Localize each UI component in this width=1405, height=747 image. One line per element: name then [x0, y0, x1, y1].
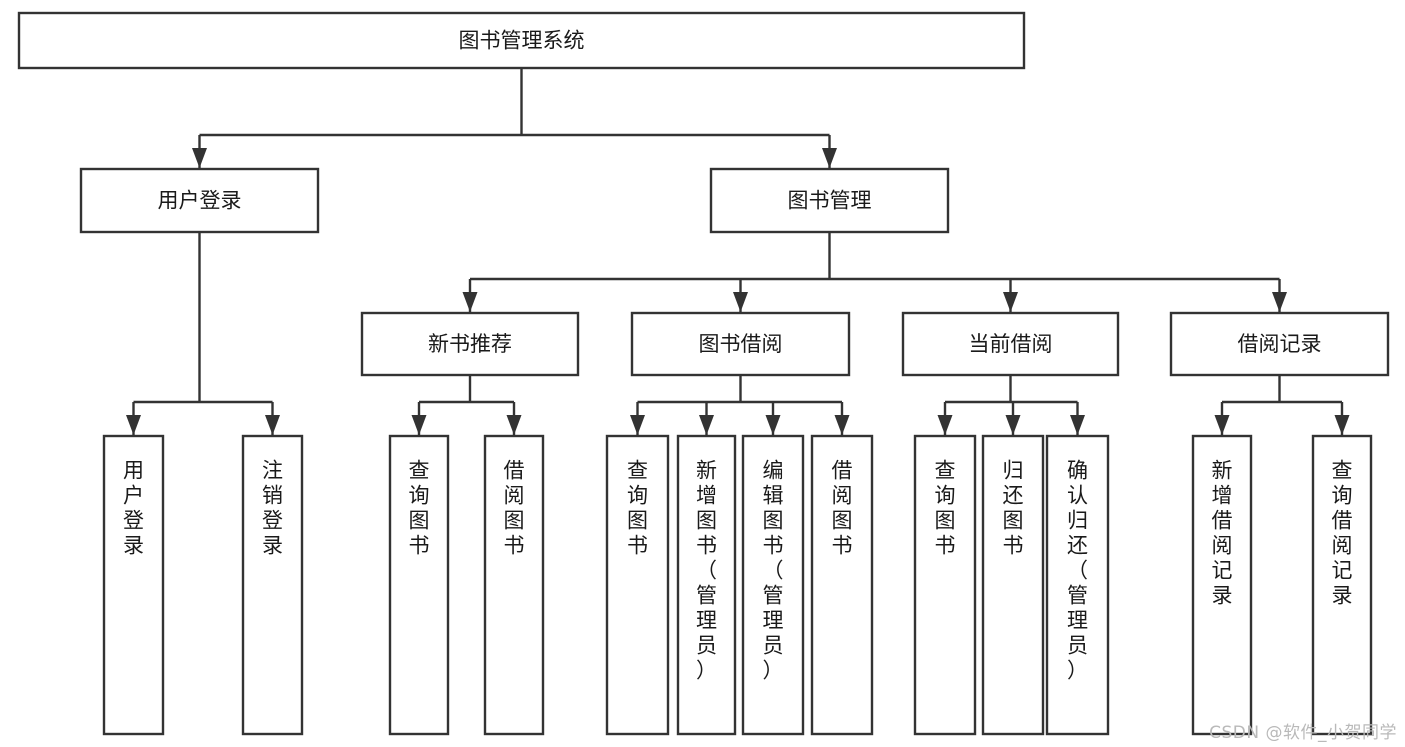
node-box-borrow-record — [1169, 311, 1390, 377]
node-box-leaf-cur-query-book — [913, 434, 977, 736]
node-book-manage[interactable]: 图书管理 — [709, 167, 950, 234]
node-leaf-user-login[interactable]: 用户登录 — [102, 434, 165, 736]
node-label-current-borrow: 当前借阅 — [969, 332, 1053, 356]
node-root[interactable]: 图书管理系统 — [17, 11, 1026, 70]
arrow-head-icon — [192, 148, 207, 168]
arrow-head-icon — [265, 415, 280, 435]
node-label-leaf-user-logout: 注销登录 — [262, 459, 283, 558]
arrow-head-icon — [937, 415, 953, 435]
arrow-head-icon — [1334, 415, 1350, 435]
node-label-leaf-cur-confirm-return: 确认归还（管理员） — [1067, 459, 1088, 683]
node-label-leaf-rec-borrow-book: 借阅图书 — [504, 459, 525, 558]
node-label-leaf-cur-query-book: 查询图书 — [935, 459, 956, 558]
node-box-leaf-cur-return-book — [981, 434, 1045, 736]
connector-group-book-manage — [462, 232, 1287, 312]
node-label-leaf-borrow-add-book: 新增图书（管理员） — [696, 459, 717, 683]
node-leaf-cur-confirm-return[interactable]: 确认归还（管理员） — [1045, 434, 1110, 736]
node-leaf-borrow-query-book[interactable]: 查询图书 — [605, 434, 670, 736]
connector-group-user-login — [126, 232, 280, 435]
node-leaf-borrow-add-book[interactable]: 新增图书（管理员） — [676, 434, 737, 736]
arrow-head-icon — [630, 415, 645, 435]
arrow-head-icon — [834, 415, 850, 435]
node-leaf-rec-borrow-book[interactable]: 借阅图书 — [483, 434, 545, 736]
node-box-leaf-rec-query-record — [1311, 434, 1373, 736]
arrow-head-icon — [1272, 292, 1287, 312]
arrow-head-icon — [411, 415, 427, 435]
node-box-root — [17, 11, 1026, 70]
node-box-leaf-borrow-add-book — [676, 434, 737, 736]
arrow-head-icon — [1214, 415, 1230, 435]
node-box-book-manage — [709, 167, 950, 234]
node-box-leaf-rec-add-record — [1191, 434, 1253, 736]
arrow-head-icon — [1003, 292, 1018, 312]
node-user-login[interactable]: 用户登录 — [79, 167, 320, 234]
node-borrow-record[interactable]: 借阅记录 — [1169, 311, 1390, 377]
node-label-leaf-rec-add-record: 新增借阅记录 — [1212, 459, 1233, 608]
node-leaf-rec-query-record[interactable]: 查询借阅记录 — [1311, 434, 1373, 736]
node-box-leaf-user-login — [102, 434, 165, 736]
node-label-borrow-record: 借阅记录 — [1238, 332, 1322, 356]
node-label-leaf-borrow-query-book: 查询图书 — [627, 459, 648, 558]
node-leaf-user-logout[interactable]: 注销登录 — [241, 434, 304, 736]
arrow-head-icon — [506, 415, 522, 435]
node-new-book-rec[interactable]: 新书推荐 — [360, 311, 580, 377]
node-box-current-borrow — [901, 311, 1120, 377]
node-box-leaf-borrow-borrow-book — [810, 434, 874, 736]
node-leaf-borrow-edit-book[interactable]: 编辑图书（管理员） — [741, 434, 805, 736]
node-box-leaf-user-logout — [241, 434, 304, 736]
node-label-leaf-user-login: 用户登录 — [123, 459, 144, 558]
arrow-head-icon — [733, 292, 748, 312]
csdn-watermark: CSDN @软件_小贺同学 — [1209, 723, 1397, 743]
node-leaf-borrow-borrow-book[interactable]: 借阅图书 — [810, 434, 874, 736]
node-layer: 图书管理系统用户登录图书管理新书推荐图书借阅当前借阅借阅记录用户登录注销登录查询… — [17, 11, 1390, 736]
node-label-leaf-borrow-borrow-book: 借阅图书 — [832, 459, 853, 558]
node-label-leaf-rec-query-record: 查询借阅记录 — [1332, 459, 1353, 608]
node-box-leaf-cur-confirm-return — [1045, 434, 1110, 736]
node-box-user-login — [79, 167, 320, 234]
node-leaf-rec-query-book[interactable]: 查询图书 — [388, 434, 450, 736]
connector-group-book-borrow — [630, 375, 850, 435]
node-box-new-book-rec — [360, 311, 580, 377]
arrow-head-icon — [765, 415, 781, 435]
node-label-user-login: 用户登录 — [158, 189, 242, 213]
node-box-leaf-borrow-edit-book — [741, 434, 805, 736]
node-label-leaf-cur-return-book: 归还图书 — [1003, 459, 1024, 558]
node-label-root: 图书管理系统 — [459, 29, 585, 53]
arrow-head-icon — [462, 292, 478, 312]
connector-layer — [126, 68, 1350, 435]
node-leaf-cur-query-book[interactable]: 查询图书 — [913, 434, 977, 736]
node-leaf-rec-add-record[interactable]: 新增借阅记录 — [1191, 434, 1253, 736]
arrow-head-icon — [699, 415, 714, 435]
node-label-book-borrow: 图书借阅 — [699, 332, 783, 356]
node-current-borrow[interactable]: 当前借阅 — [901, 311, 1120, 377]
arrow-head-icon — [1070, 415, 1085, 435]
node-box-book-borrow — [630, 311, 851, 377]
node-label-book-manage: 图书管理 — [788, 189, 872, 213]
node-book-borrow[interactable]: 图书借阅 — [630, 311, 851, 377]
node-label-leaf-borrow-edit-book: 编辑图书（管理员） — [763, 459, 784, 683]
node-box-leaf-borrow-query-book — [605, 434, 670, 736]
arrow-head-icon — [822, 148, 837, 168]
connector-group-borrow-record — [1214, 375, 1350, 435]
arrow-head-icon — [1005, 415, 1021, 435]
node-box-leaf-rec-borrow-book — [483, 434, 545, 736]
node-box-leaf-rec-query-book — [388, 434, 450, 736]
arrow-head-icon — [126, 415, 141, 435]
node-label-new-book-rec: 新书推荐 — [428, 332, 512, 356]
connector-group-new-book-rec — [411, 375, 522, 435]
node-label-leaf-rec-query-book: 查询图书 — [409, 459, 430, 558]
node-leaf-cur-return-book[interactable]: 归还图书 — [981, 434, 1045, 736]
connector-group-root — [192, 68, 837, 168]
connector-group-current-borrow — [937, 375, 1085, 435]
